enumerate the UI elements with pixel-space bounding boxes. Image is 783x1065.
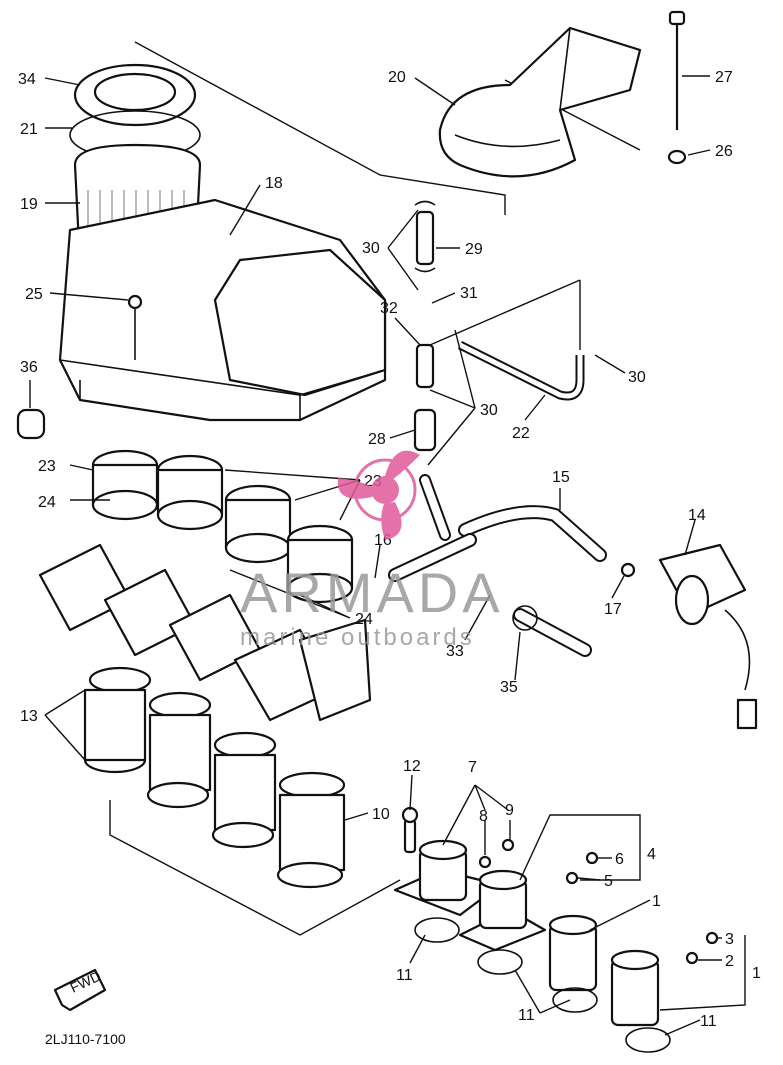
callout-22: 22 [512,425,530,442]
armada-watermark: ARMADA marine outboards [240,450,504,651]
callout-13: 13 [20,708,38,725]
callout-2: 2 [725,953,734,970]
callout-36: 36 [20,359,38,376]
callout-25: 25 [25,286,43,303]
callout-30-c: 30 [480,402,498,419]
callout-30-b: 30 [628,369,646,386]
callout-32: 32 [380,300,398,317]
callout-4: 4 [647,846,656,863]
catalog-code: 2LJ110-7100 [45,1031,126,1047]
callout-17: 17 [604,601,622,618]
callout-15: 15 [552,469,570,486]
callout-3: 3 [725,931,734,948]
callout-34: 34 [18,71,36,88]
watermark-brand: ARMADA [240,561,504,624]
breather-hoses [388,200,758,730]
callout-27: 27 [715,69,733,86]
intake-manifolds [393,806,719,1053]
callout-31: 31 [460,285,478,302]
callout-33: 33 [446,643,464,660]
watermark-tagline: marine outboards [240,624,475,651]
carburetor-joints [38,449,401,936]
callout-28: 28 [368,431,386,448]
callout-19: 19 [20,196,38,213]
callout-24-b: 24 [355,611,373,628]
callout-30-a: 30 [362,240,380,257]
air-cleaner-assembly [16,10,687,440]
callout-7: 7 [468,759,477,776]
callout-6: 6 [615,851,624,868]
callout-12: 12 [403,758,421,775]
callout-24-a: 24 [38,494,56,511]
callout-14: 14 [688,507,706,524]
callout-23-a: 23 [38,458,56,475]
callout-8: 8 [479,808,488,825]
callout-29: 29 [465,241,483,258]
callout-5: 5 [604,873,613,890]
fwd-arrow-icon: FWD [53,968,107,1012]
callout-11-c: 11 [700,1013,717,1030]
callout-20: 20 [388,69,406,86]
callout-1-b: 1 [752,965,761,982]
callout-35: 35 [500,679,518,696]
callout-18: 18 [265,175,283,192]
callout-10: 10 [372,806,390,823]
callout-21: 21 [20,121,38,138]
callout-1-a: 1 [652,893,661,910]
callout-9: 9 [505,802,514,819]
propeller-logo-icon [337,450,420,540]
callout-11-b: 11 [518,1007,535,1024]
callout-11-a: 11 [396,967,413,984]
callout-26: 26 [715,143,733,160]
